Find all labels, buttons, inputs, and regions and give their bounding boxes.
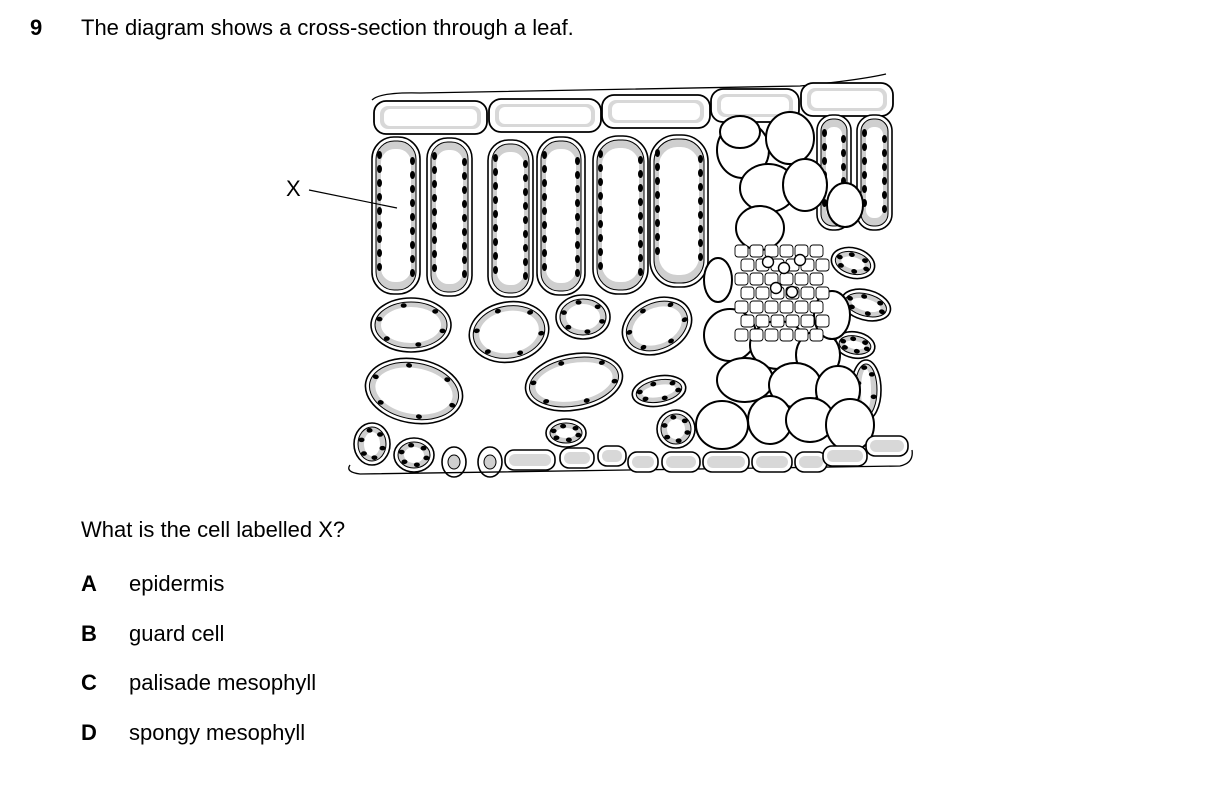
spongy-cell	[353, 422, 391, 466]
xylem-phloem-mesh	[734, 244, 830, 342]
option-d-text: spongy mesophyll	[129, 720, 306, 745]
vascular-cell	[826, 182, 864, 228]
spongy-cell	[555, 294, 611, 340]
spongy-cell	[840, 288, 892, 322]
question-prompt: What is the cell labelled X?	[81, 517, 346, 542]
spongy-cell	[656, 409, 696, 449]
vascular-cell	[703, 257, 733, 303]
spongy-cell	[468, 300, 550, 364]
vascular-cell	[765, 111, 815, 165]
spongy-cell	[830, 246, 876, 280]
option-d-letter: D	[81, 720, 97, 745]
option-b-letter: B	[81, 621, 97, 646]
option-b-text: guard cell	[129, 621, 225, 646]
vascular-bundle	[695, 111, 875, 452]
vascular-cell	[735, 205, 785, 251]
option-c-letter: C	[81, 670, 97, 695]
label-x-pointer	[308, 189, 398, 209]
spongy-cell	[631, 374, 687, 408]
lower-epidermis	[348, 435, 913, 475]
question-number: 9	[30, 15, 43, 40]
question-text: The diagram shows a cross-section throug…	[81, 15, 574, 40]
option-c-text: palisade mesophyll	[129, 670, 317, 695]
label-x: X	[286, 176, 301, 201]
upper-epidermis	[371, 73, 894, 135]
vascular-cell	[695, 400, 749, 450]
spongy-cell	[545, 418, 587, 448]
option-a-letter: A	[81, 571, 97, 596]
vascular-cell	[716, 357, 774, 403]
spongy-cell	[393, 437, 435, 473]
vascular-cell	[782, 158, 828, 212]
vascular-cell	[719, 115, 761, 149]
spongy-cell	[364, 357, 464, 425]
leaf-cross-section-diagram: X	[286, 73, 913, 478]
spongy-cell	[621, 296, 693, 356]
spongy-cell	[370, 297, 452, 353]
spongy-cell	[834, 330, 876, 360]
option-a-text: epidermis	[129, 571, 225, 596]
spongy-cell	[524, 352, 624, 412]
spongy-layer	[353, 246, 892, 478]
